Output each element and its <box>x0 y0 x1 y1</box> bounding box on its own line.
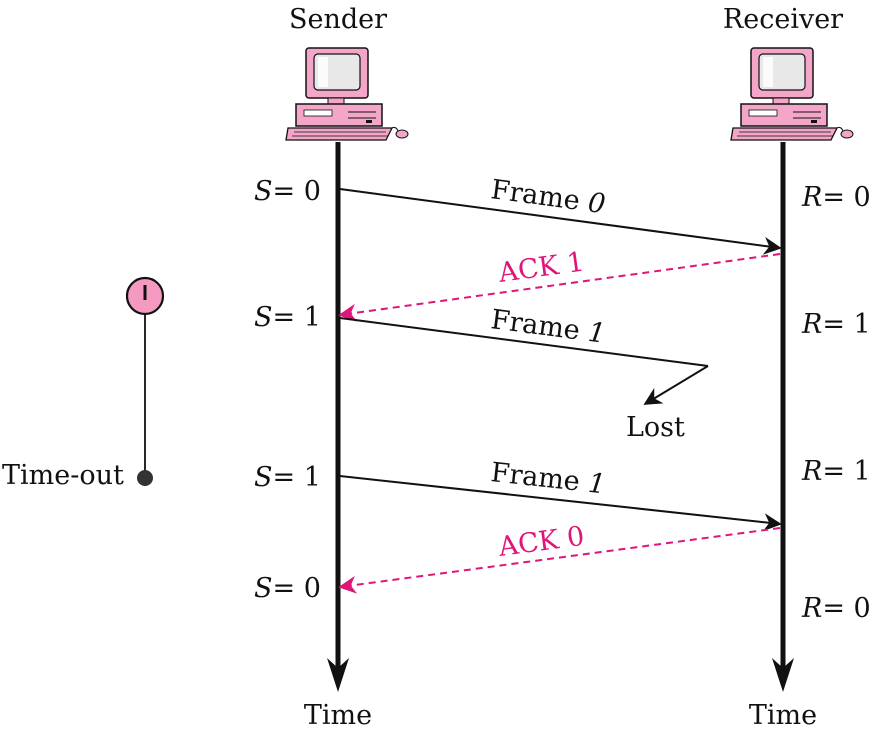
timer-icon <box>125 276 165 486</box>
sender-time-label: Time <box>304 700 372 731</box>
sender-state-1: S= 0 <box>254 176 321 207</box>
frame-0-arrow <box>339 188 782 255</box>
timeout-label: Time-out <box>2 460 124 491</box>
receiver-state-4: R= 0 <box>801 593 871 624</box>
sender-state-4: S= 0 <box>254 573 321 604</box>
receiver-state-1: R= 0 <box>801 182 871 213</box>
sender-title: Sender <box>289 4 387 35</box>
frame-1-lost-arrow <box>339 317 709 405</box>
receiver-timeline <box>772 142 794 692</box>
sender-computer-icon <box>285 47 409 141</box>
receiver-state-3: R= 1 <box>801 456 871 487</box>
frame-0-label: Frame 0 <box>489 174 607 220</box>
receiver-state-2: R= 1 <box>801 309 871 340</box>
sender-timeline <box>327 142 349 692</box>
frame-1-retransmit-arrow <box>339 475 782 532</box>
lost-label: Lost <box>626 412 685 443</box>
receiver-title: Receiver <box>723 4 843 35</box>
ack-0-arrow <box>338 527 781 594</box>
frame-1-label: Frame 1 <box>489 304 607 350</box>
sender-state-2: S= 1 <box>254 302 321 333</box>
ack-1-arrow <box>338 253 781 322</box>
sender-state-3: S= 1 <box>254 462 321 493</box>
receiver-time-label: Time <box>749 700 817 731</box>
receiver-computer-icon <box>730 47 854 141</box>
